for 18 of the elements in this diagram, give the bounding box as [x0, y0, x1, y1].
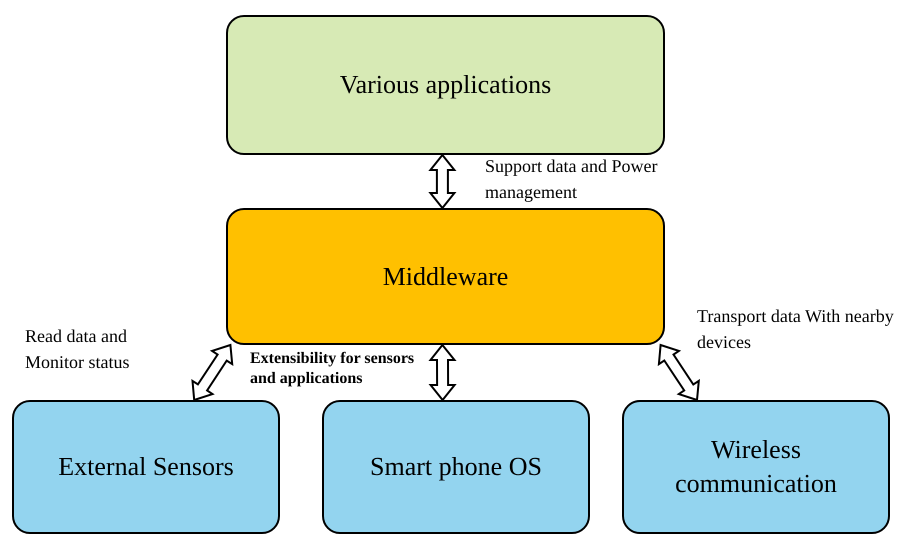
double-arrow [428, 153, 456, 210]
process-box [322, 400, 590, 534]
box-label: Smart phone OS [370, 451, 542, 483]
double-arrow [428, 343, 457, 402]
edge-label: Support data and Power management [485, 155, 658, 204]
box-label: External Sensors [58, 451, 234, 483]
edge-label: Transport data With nearby devices [697, 305, 895, 354]
process-box [12, 400, 280, 534]
process-box [226, 208, 665, 345]
box-label: Various applications [340, 69, 552, 101]
double-arrow [658, 344, 700, 402]
process-box [622, 400, 890, 534]
box-label: Middleware [382, 260, 508, 292]
edge-label: Extensibility for sensors and applications [250, 349, 416, 389]
double-arrow [191, 344, 234, 402]
process-box [226, 15, 665, 155]
box-label: Wireless communication [674, 434, 838, 500]
edge-label: Read data and Monitor status [25, 325, 131, 374]
